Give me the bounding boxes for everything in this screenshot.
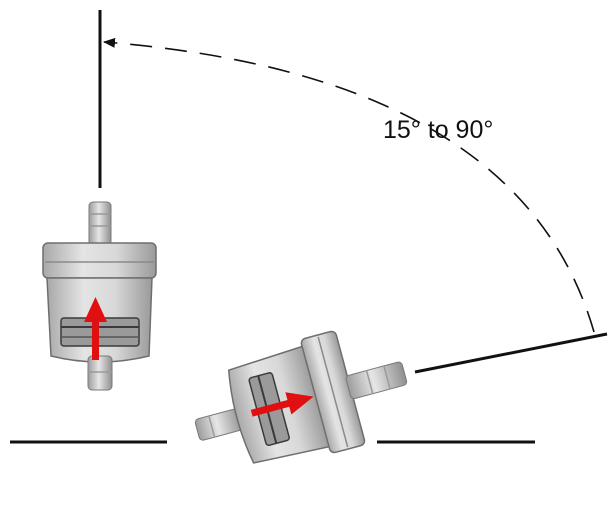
flow-arrow-icon: [250, 392, 314, 417]
angle-label: 15° to 90°: [383, 116, 493, 144]
flow-arrow-icon: [84, 297, 107, 360]
vertical-fuel-filter-icon: [42, 201, 157, 391]
tilted-fuel-filter-icon: [194, 330, 408, 464]
tilted-reference-line: [414, 332, 608, 374]
angle-arc: [103, 37, 595, 333]
